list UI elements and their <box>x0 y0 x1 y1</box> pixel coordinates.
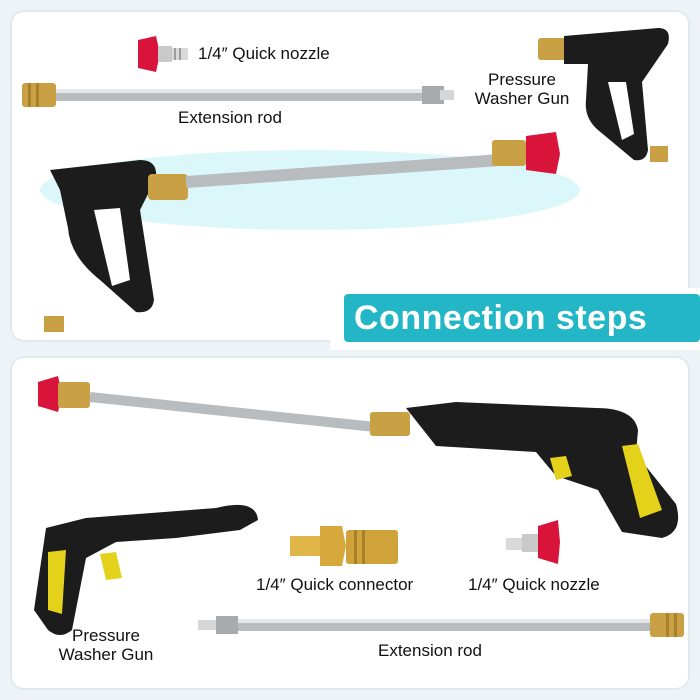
pressure-washer-gun-image <box>538 28 669 162</box>
bottom-gun-label-line1: Pressure <box>71 626 141 645</box>
top-nozzle-label: 1/4″ Quick nozzle <box>198 44 330 63</box>
quick-connector-image <box>290 526 398 566</box>
assembled-gun-image <box>40 132 580 332</box>
bottom-connector-label: 1/4″ Quick connector <box>256 575 414 594</box>
bottom-quick-nozzle-image <box>506 520 560 564</box>
connection-steps-banner: Connection steps <box>330 288 700 350</box>
bottom-pressure-washer-gun-image <box>34 504 258 635</box>
bottom-gun-label: Pressure Washer Gun <box>46 626 166 664</box>
bottom-rod-label: Extension rod <box>378 641 482 660</box>
top-gun-label: Pressure Washer Gun <box>466 70 578 108</box>
top-gun-label-line1: Pressure <box>487 70 557 89</box>
bottom-extension-rod-image <box>198 613 684 637</box>
banner-title: Connection steps <box>344 294 700 342</box>
bottom-nozzle-label: 1/4″ Quick nozzle <box>468 575 600 594</box>
extension-rod-image <box>22 83 454 107</box>
quick-nozzle-image <box>138 36 188 72</box>
bottom-gun-label-line2: Washer Gun <box>58 645 154 664</box>
top-gun-label-line2: Washer Gun <box>474 89 570 108</box>
top-rod-label: Extension rod <box>178 108 282 127</box>
assembled-long-gun-image <box>38 376 679 538</box>
